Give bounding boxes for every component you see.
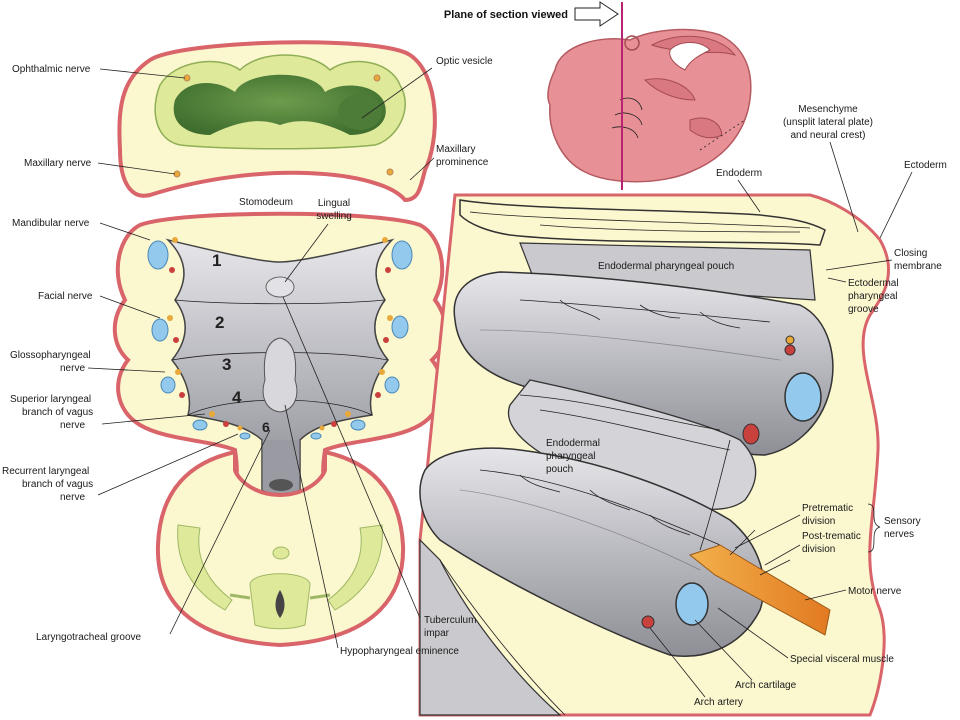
right-labels: Mesenchyme (unsplit lateral plate) and n… bbox=[546, 104, 947, 708]
label-sensory-1: Sensory bbox=[884, 516, 921, 527]
label-arch-cartilage: Arch cartilage bbox=[735, 680, 797, 691]
label-glossopharyngeal-1: Glossopharyngeal bbox=[10, 350, 91, 361]
arch-number-4: 4 bbox=[232, 388, 242, 407]
label-pretrematic-2: division bbox=[802, 516, 835, 527]
label-endoderm: Endoderm bbox=[716, 168, 762, 179]
label-pretrematic-1: Pretrematic bbox=[802, 503, 853, 514]
label-closing-1: Closing bbox=[894, 248, 927, 259]
plane-of-section-label: Plane of section viewed bbox=[444, 9, 568, 21]
optic-vesicle-shape bbox=[338, 94, 382, 130]
arch-number-3: 3 bbox=[222, 355, 231, 374]
plane-arrow bbox=[574, 1, 619, 27]
label-special-visceral-muscle: Special visceral muscle bbox=[790, 654, 894, 665]
label-mesenchyme-1: Mesenchyme bbox=[798, 104, 858, 115]
hypopharyngeal-eminence-shape bbox=[262, 337, 298, 413]
label-arch-artery: Arch artery bbox=[694, 697, 743, 708]
label-ectodermal-groove-3: groove bbox=[848, 304, 879, 315]
label-maxillary-prominence-1: Maxillary bbox=[436, 144, 475, 155]
arch-nerves-arteries bbox=[167, 237, 393, 431]
label-endodermal-pouch-top: Endodermal pharyngeal pouch bbox=[598, 261, 734, 272]
label-lingual-2: swelling bbox=[316, 211, 352, 222]
label-laryngotracheal-groove: Laryngotracheal groove bbox=[36, 632, 142, 643]
brain-vesicle bbox=[173, 74, 386, 135]
label-tuberculum-1: Tuberculum bbox=[424, 615, 476, 626]
arch-number-1: 1 bbox=[212, 251, 221, 270]
label-closing-2: membrane bbox=[894, 261, 942, 272]
label-superior-laryngeal-1: Superior laryngeal bbox=[10, 394, 91, 405]
label-superior-laryngeal-3: nerve bbox=[60, 420, 85, 431]
label-ectodermal-groove-1: Ectodermal bbox=[848, 278, 899, 289]
label-maxillary-nerve: Maxillary nerve bbox=[24, 158, 92, 169]
label-endodermal-pouch-3: pouch bbox=[546, 464, 573, 475]
label-tuberculum-2: impar bbox=[424, 628, 450, 639]
arch-number-6: 6 bbox=[262, 419, 270, 435]
label-sensory-2: nerves bbox=[884, 529, 914, 540]
somite-right bbox=[327, 524, 383, 611]
label-motor-nerve: Motor nerve bbox=[848, 586, 902, 597]
label-stomodeum: Stomodeum bbox=[239, 197, 293, 208]
arch-number-2: 2 bbox=[215, 313, 224, 332]
label-ectoderm: Ectoderm bbox=[904, 160, 947, 171]
left-labels: Ophthalmic nerve Maxillary nerve Mandibu… bbox=[2, 64, 271, 643]
label-recurrent-laryngeal-1: Recurrent laryngeal bbox=[2, 466, 89, 477]
label-posttrematic-2: division bbox=[802, 544, 835, 555]
arch-cartilages bbox=[147, 240, 413, 440]
label-maxillary-prominence-2: prominence bbox=[436, 157, 489, 168]
label-superior-laryngeal-2: branch of vagus bbox=[22, 407, 93, 418]
top-arch-band bbox=[459, 199, 826, 246]
ophthalmic-nerve-dot-r bbox=[373, 74, 381, 82]
label-glossopharyngeal-2: nerve bbox=[60, 363, 85, 374]
label-recurrent-laryngeal-3: nerve bbox=[60, 492, 85, 503]
label-lingual-1: Lingual bbox=[318, 198, 350, 209]
label-hypopharyngeal-eminence: Hypopharyngeal eminence bbox=[340, 646, 459, 657]
embryo-inset bbox=[547, 28, 752, 183]
label-endodermal-pouch-1: Endodermal bbox=[546, 438, 600, 449]
label-recurrent-laryngeal-2: branch of vagus bbox=[22, 479, 93, 490]
label-optic-vesicle: Optic vesicle bbox=[436, 56, 493, 67]
label-mesenchyme-2: (unsplit lateral plate) bbox=[783, 117, 873, 128]
label-ectodermal-groove-2: pharyngeal bbox=[848, 291, 897, 302]
cross-section-left bbox=[112, 40, 448, 648]
label-posttrematic-1: Post-trematic bbox=[802, 531, 861, 542]
label-mandibular-nerve: Mandibular nerve bbox=[12, 218, 90, 229]
arch-numbers: 1 2 3 4 6 bbox=[212, 251, 270, 435]
arches-3d bbox=[418, 193, 891, 717]
motor-nerve bbox=[688, 544, 831, 636]
center-labels: Optic vesicle Maxillary prominence Stomo… bbox=[239, 56, 493, 657]
lingual-swelling-shape bbox=[265, 276, 295, 298]
label-mesenchyme-3: and neural crest) bbox=[790, 130, 865, 141]
somite-left bbox=[177, 524, 233, 611]
label-endodermal-pouch-2: pharyngeal bbox=[546, 451, 595, 462]
label-facial-nerve: Facial nerve bbox=[38, 291, 93, 302]
label-ophthalmic-nerve: Ophthalmic nerve bbox=[12, 64, 91, 75]
maxillary-nerve-dot-r bbox=[386, 168, 394, 176]
